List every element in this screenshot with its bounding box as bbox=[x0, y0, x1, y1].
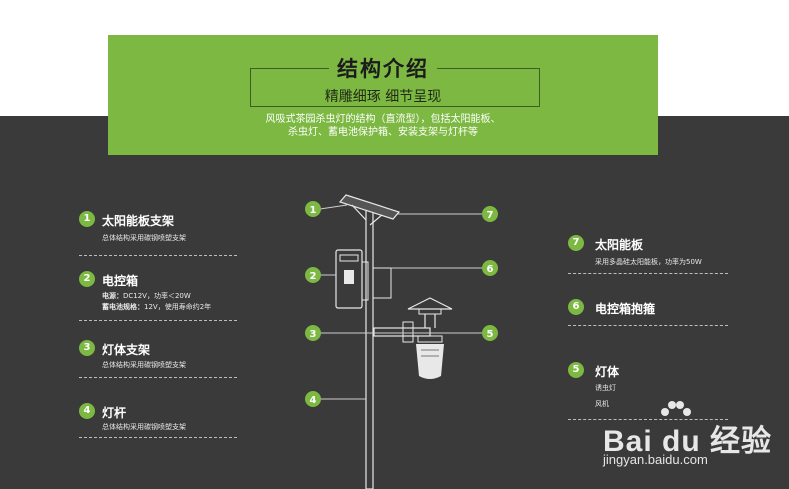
power-label: 电源： bbox=[102, 292, 123, 300]
item-title-solar-panel-bracket: 太阳能板支架 bbox=[102, 214, 175, 228]
item-desc-lamp-pole: 总体结构采用碳钢喷塑支架 bbox=[102, 423, 186, 431]
page-title: 结构介绍 bbox=[108, 53, 658, 83]
item-desc-battery: 蓄电池规格：12V，使用寿命约2年 bbox=[102, 302, 211, 313]
watermark-url: jingyan.baidu.com bbox=[603, 452, 708, 467]
divider bbox=[79, 377, 237, 378]
item-desc-insect-lamp: 诱虫灯 bbox=[595, 384, 616, 392]
divider bbox=[568, 419, 728, 420]
divider bbox=[79, 320, 237, 321]
item-number-6: 6 bbox=[568, 299, 584, 315]
power-value: DC12V，功率＜20W bbox=[123, 292, 191, 300]
battery-label: 蓄电池规格： bbox=[102, 303, 144, 311]
page-subtitle: 精雕细琢 细节呈现 bbox=[324, 89, 442, 105]
item-title-control-box: 电控箱 bbox=[102, 274, 139, 288]
item-number-4: 4 bbox=[79, 403, 95, 419]
divider bbox=[568, 273, 728, 274]
page-title-text: 结构介绍 bbox=[329, 57, 437, 81]
item-desc-solar-panel: 采用多晶硅太阳能板，功率为50W bbox=[595, 258, 702, 266]
item-title-control-box-clamp: 电控箱抱箍 bbox=[595, 302, 656, 316]
divider bbox=[568, 325, 728, 326]
watermark-logo: Bai du 经验 bbox=[603, 425, 773, 458]
header-panel: 结构介绍 精雕细琢 细节呈现 风吸式茶园杀虫灯的结构（直流型），包括太阳能板、 … bbox=[108, 35, 658, 155]
item-desc-solar-panel-bracket: 总体结构采用碳钢喷塑支架 bbox=[102, 234, 186, 242]
item-title-lamp-pole: 灯杆 bbox=[102, 406, 127, 420]
item-desc-power: 电源：DC12V，功率＜20W bbox=[102, 291, 191, 302]
paw-icon bbox=[661, 401, 691, 416]
divider bbox=[79, 437, 237, 438]
page-description: 风吸式茶园杀虫灯的结构（直流型），包括太阳能板、 杀虫灯、蓄电池保护箱、安装支架… bbox=[108, 113, 658, 139]
item-number-2: 2 bbox=[79, 271, 95, 287]
divider bbox=[79, 255, 237, 256]
item-number-7: 7 bbox=[568, 235, 584, 251]
item-title-lamp-bracket: 灯体支架 bbox=[102, 343, 151, 357]
item-number-5: 5 bbox=[568, 362, 584, 378]
item-desc-lamp-bracket: 总体结构采用碳钢喷塑支架 bbox=[102, 361, 186, 369]
item-number-1: 1 bbox=[79, 211, 95, 227]
item-number-3: 3 bbox=[79, 340, 95, 356]
description-line-2: 杀虫灯、蓄电池保护箱、安装支架与灯杆等 bbox=[288, 127, 478, 138]
item-title-lamp-body: 灯体 bbox=[595, 365, 620, 379]
item-desc-fan: 风机 bbox=[595, 400, 609, 408]
description-line-1: 风吸式茶园杀虫灯的结构（直流型），包括太阳能板、 bbox=[265, 114, 501, 125]
item-title-solar-panel: 太阳能板 bbox=[595, 238, 644, 252]
dark-background bbox=[0, 116, 789, 489]
battery-value: 12V，使用寿命约2年 bbox=[144, 303, 212, 311]
